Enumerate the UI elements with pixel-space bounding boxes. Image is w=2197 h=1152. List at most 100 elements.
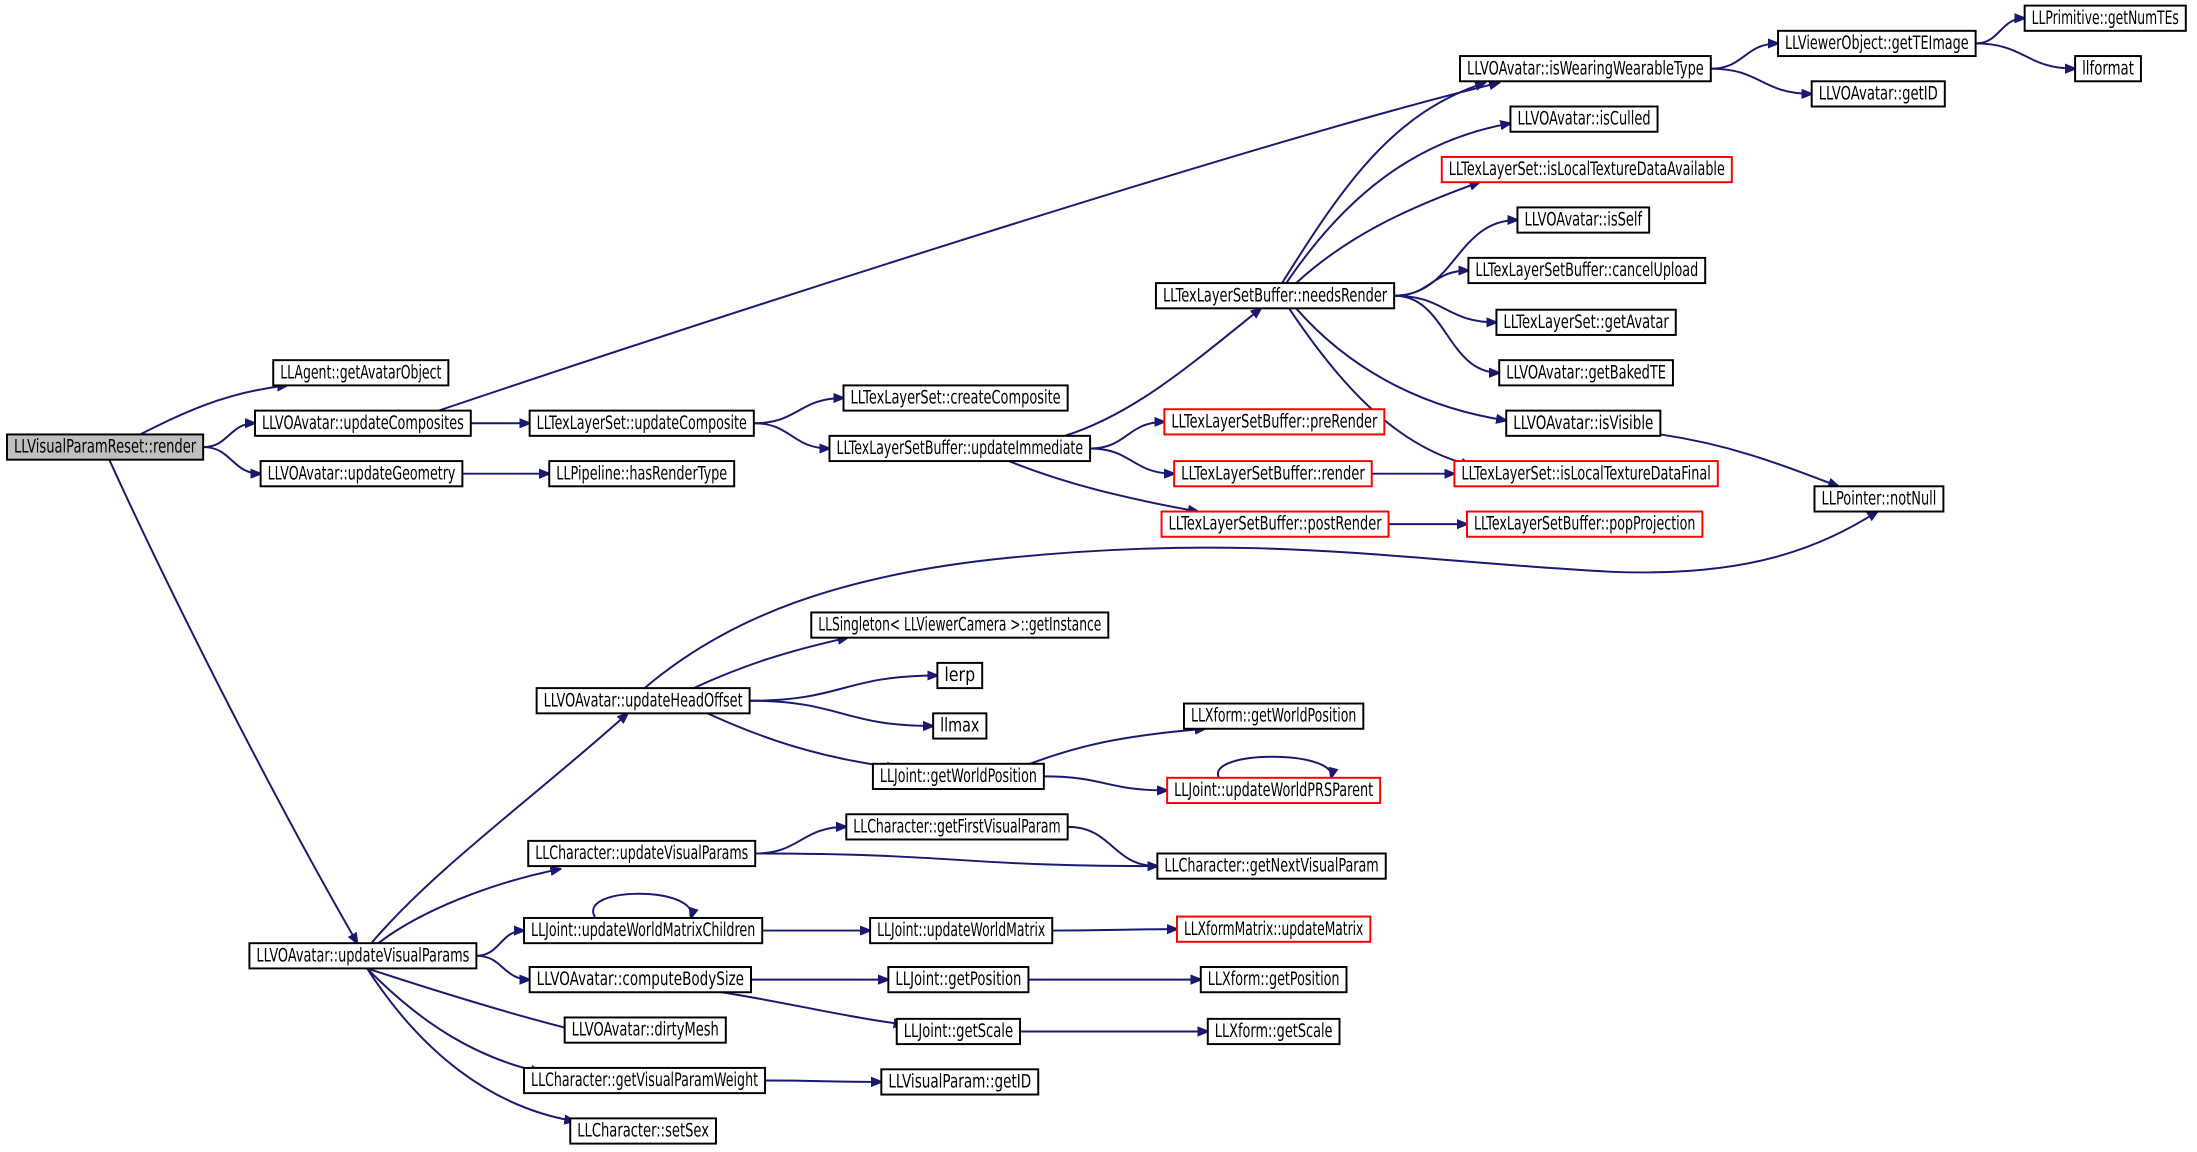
node-box	[895, 1017, 1022, 1046]
node-xformGetScale[interactable]: LLXform::getScale	[1206, 1017, 1341, 1046]
edge-updateWorldMatrixChildren-to-updateWorldMatrixChildren	[592, 892, 691, 918]
node-label: LLTexLayerSet::isLocalTextureDataAvailab…	[1449, 159, 1725, 180]
node-label: LLTexLayerSet::getAvatar	[1503, 312, 1669, 333]
node-notNull[interactable]: LLPointer::notNull	[1813, 485, 1945, 513]
node-box	[569, 1117, 717, 1145]
edge-render-to-updateComposites	[203, 423, 255, 449]
node-jointGetPosition[interactable]: LLJoint::getPosition	[887, 966, 1030, 994]
edge-needsRender-to-isCulled	[1285, 123, 1510, 284]
node-box	[1466, 510, 1704, 538]
node-isSelf[interactable]: LLVOAvatar::isSelf	[1516, 206, 1651, 234]
node-render[interactable]: LLVisualParamReset::render	[6, 433, 205, 461]
node-label: LLTexLayerSet::createComposite	[850, 388, 1060, 409]
node-visualParamGetID[interactable]: LLVisualParam::getID	[880, 1068, 1040, 1096]
node-box	[6, 433, 205, 461]
edge-needsRender-to-isVisible	[1295, 307, 1506, 420]
node-label: LLTexLayerSet::updateComposite	[537, 413, 747, 434]
edge-updateImmediate-to-bufRender	[1090, 447, 1174, 473]
node-getBakedTE[interactable]: LLVOAvatar::getBakedTE	[1498, 359, 1674, 387]
edge-isWearing-to-avatarGetID	[1710, 67, 1812, 94]
node-label: LLPrimitive::getNumTEs	[2032, 8, 2179, 29]
node-isLocalFinal[interactable]: LLTexLayerSet::isLocalTextureDataFinal	[1453, 460, 1719, 488]
node-createComposite[interactable]: LLTexLayerSet::createComposite	[842, 384, 1069, 412]
node-bufRender[interactable]: LLTexLayerSetBuffer::render	[1173, 460, 1373, 488]
node-popProjection[interactable]: LLTexLayerSetBuffer::popProjection	[1466, 510, 1704, 538]
node-label: LLTexLayerSetBuffer::postRender	[1169, 514, 1382, 535]
node-box	[1175, 915, 1372, 943]
node-cancelUpload[interactable]: LLTexLayerSetBuffer::cancelUpload	[1467, 256, 1707, 285]
node-label: LLCharacter::getFirstVisualParam	[853, 816, 1060, 837]
node-updateImmediate[interactable]: LLTexLayerSetBuffer::updateImmediate	[828, 434, 1092, 463]
node-jointGetScale[interactable]: LLJoint::getScale	[895, 1017, 1022, 1046]
node-label: LLVOAvatar::updateHeadOffset	[544, 690, 743, 711]
edge-isWearing-to-getTEImage	[1710, 43, 1778, 70]
node-box	[1160, 510, 1390, 538]
node-label: LLJoint::updateWorldMatrix	[877, 920, 1045, 941]
edge-getTEImage-to-getNumTEs	[1975, 18, 2025, 45]
node-getFirstVisualParam[interactable]: LLCharacter::getFirstVisualParam	[845, 813, 1069, 841]
node-isWearing[interactable]: LLVOAvatar::isWearingWearableType	[1459, 55, 1712, 83]
node-box	[2023, 4, 2187, 32]
edge-updateComposite-to-updateImmediate	[753, 422, 830, 448]
node-box	[869, 916, 1054, 945]
edge-render-to-updateGeometry	[203, 446, 260, 474]
node-dirtyMesh[interactable]: LLVOAvatar::dirtyMesh	[563, 1016, 727, 1044]
node-updateGeometry[interactable]: LLVOAvatar::updateGeometry	[259, 460, 464, 488]
node-xformMatrixUpdateMatrix[interactable]: LLXformMatrix::updateMatrix	[1175, 915, 1372, 943]
node-getNumTEs[interactable]: LLPrimitive::getNumTEs	[2023, 4, 2187, 32]
node-setSex[interactable]: LLCharacter::setSex	[569, 1117, 717, 1145]
node-lerp[interactable]: lerp	[936, 661, 984, 690]
node-updateWorldMatrixChildren[interactable]: LLJoint::updateWorldMatrixChildren	[523, 916, 764, 945]
node-preRender[interactable]: LLTexLayerSetBuffer::preRender	[1163, 408, 1386, 436]
edge-updateComposites-to-isWearing	[438, 83, 1500, 412]
node-isCulled[interactable]: LLVOAvatar::isCulled	[1509, 105, 1659, 133]
node-updateWorldPRSParent[interactable]: LLJoint::updateWorldPRSParent	[1166, 776, 1382, 805]
node-jointGetWorldPosition[interactable]: LLJoint::getWorldPosition	[871, 762, 1045, 791]
edge-isVisible-to-notNull	[1660, 433, 1838, 486]
node-updateVisualParams[interactable]: LLVOAvatar::updateVisualParams	[248, 942, 478, 970]
edge-updateVisualParams-to-updateWorldMatrixChildren	[476, 931, 524, 957]
node-label: LLVOAvatar::isCulled	[1517, 109, 1650, 130]
node-isLocalAvail[interactable]: LLTexLayerSet::isLocalTextureDataAvailab…	[1440, 155, 1733, 184]
node-xformGetPosition[interactable]: LLXform::getPosition	[1199, 966, 1348, 994]
node-label: LLJoint::getPosition	[895, 969, 1021, 990]
node-updateHeadOffset[interactable]: LLVOAvatar::updateHeadOffset	[535, 687, 751, 715]
node-getNextVisualParam[interactable]: LLCharacter::getNextVisualParam	[1156, 852, 1387, 880]
node-box	[1459, 55, 1712, 83]
node-updateComposites[interactable]: LLVOAvatar::updateComposites	[254, 409, 472, 437]
node-llformat[interactable]: llformat	[2074, 55, 2142, 83]
node-box	[1495, 308, 1677, 336]
node-isVisible[interactable]: LLVOAvatar::isVisible	[1505, 409, 1662, 437]
node-avatarGetID[interactable]: LLVOAvatar::getID	[1810, 80, 1946, 108]
edge-updateWorldMatrix-to-xformMatrixUpdateMatrix	[1052, 929, 1177, 930]
node-getTEImage[interactable]: LLViewerObject::getTEImage	[1777, 29, 1977, 58]
edge-updateImmediate-to-postRender	[1008, 460, 1198, 511]
node-getAvatar[interactable]: LLTexLayerSet::getAvatar	[1495, 308, 1677, 336]
edge-updateComposite-to-createComposite	[753, 398, 844, 425]
node-postRender[interactable]: LLTexLayerSetBuffer::postRender	[1160, 510, 1390, 538]
node-xformGetWorldPosition[interactable]: LLXform::getWorldPosition	[1182, 702, 1365, 730]
node-label: LLCharacter::setSex	[577, 1121, 709, 1142]
node-label: LLViewerObject::getTEImage	[1785, 33, 1969, 54]
node-getAvatarObject[interactable]: LLAgent::getAvatarObject	[272, 359, 450, 387]
node-label: LLPointer::notNull	[1821, 489, 1936, 510]
node-label: LLCharacter::getNextVisualParam	[1164, 856, 1378, 877]
node-label: LLVOAvatar::updateGeometry	[268, 463, 456, 484]
edge-jointGetWorldPosition-to-xformGetWorldPosition	[1029, 729, 1205, 765]
node-needsRender[interactable]: LLTexLayerSetBuffer::needsRender	[1154, 282, 1396, 310]
node-box	[871, 762, 1045, 791]
edge-updateVisualParams-to-getVisualParamWeight	[366, 967, 541, 1072]
node-computeBodySize[interactable]: LLVOAvatar::computeBodySize	[528, 966, 752, 994]
node-charUpdateVisualParams[interactable]: LLCharacter::updateVisualParams	[527, 839, 757, 868]
node-llmax[interactable]: llmax	[932, 712, 988, 740]
node-label: LLTexLayerSetBuffer::preRender	[1171, 411, 1377, 432]
node-label: LLVisualParamReset::render	[14, 437, 196, 458]
node-updateWorldMatrix[interactable]: LLJoint::updateWorldMatrix	[869, 916, 1054, 945]
node-getVisualParamWeight[interactable]: LLCharacter::getVisualParamWeight	[523, 1066, 767, 1095]
node-box	[272, 359, 450, 387]
edge-updateVisualParams-to-computeBodySize	[476, 954, 529, 980]
node-hasRenderType[interactable]: LLPipeline::hasRenderType	[548, 460, 736, 488]
node-updateComposite[interactable]: LLTexLayerSet::updateComposite	[528, 409, 755, 437]
node-label: llformat	[2082, 58, 2134, 79]
node-getInstance[interactable]: LLSingleton< LLViewerCamera >::getInstan…	[810, 611, 1110, 639]
